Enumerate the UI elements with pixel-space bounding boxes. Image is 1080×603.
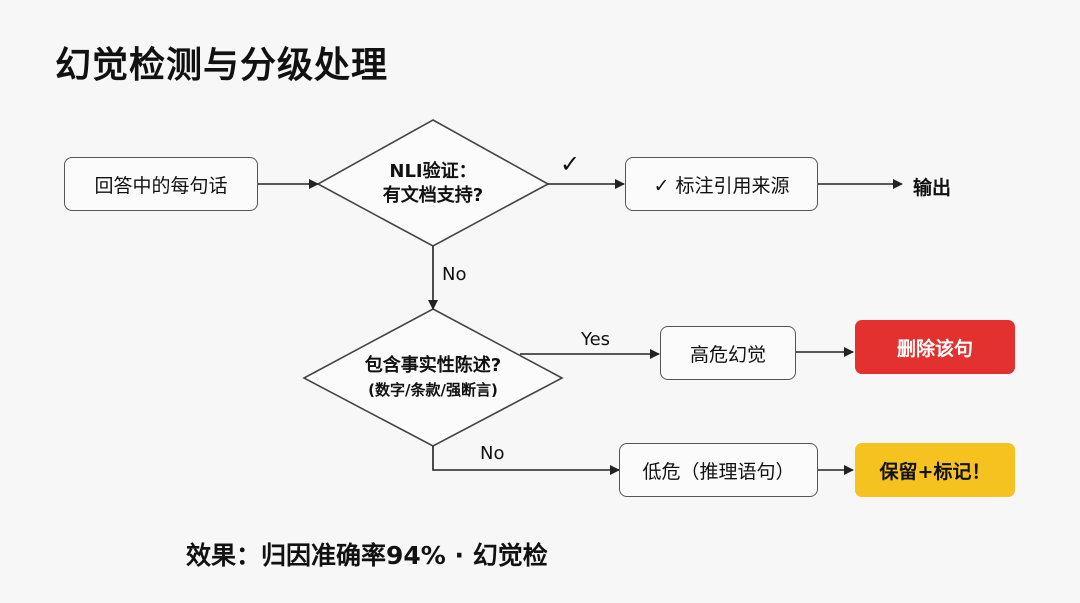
input-sentence-label: 回答中的每句话 — [94, 174, 228, 197]
delete-sentence-label: 删除该句 — [896, 337, 973, 360]
fact-line1: 包含事实性陈述? — [364, 355, 502, 376]
cite-source-label: ✓ 标注引用来源 — [653, 174, 790, 197]
nli-line2: 有文档支持? — [382, 185, 484, 206]
input-sentence-node: 回答中的每句话 — [64, 157, 258, 211]
footer-effect-text: 效果：归因准确率94% · 幻觉检 — [186, 541, 548, 570]
no-edge-label-2: No — [480, 443, 505, 464]
keep-mark-chip: 保留+标记！ — [855, 443, 1015, 497]
fact-decision-label: 包含事实性陈述? (数字/条款/强断言) — [333, 354, 533, 402]
no-edge-label-1: No — [442, 264, 467, 285]
check-edge-label: ✓ — [560, 150, 581, 178]
output-label: 输出 — [913, 177, 952, 199]
high-risk-label: 高危幻觉 — [689, 343, 766, 366]
keep-mark-label: 保留+标记！ — [879, 460, 991, 483]
yes-edge-label: Yes — [581, 329, 611, 350]
low-risk-node: 低危（推理语句） — [619, 443, 818, 497]
low-risk-label: 低危（推理语句） — [642, 460, 795, 483]
cite-source-node: ✓ 标注引用来源 — [625, 157, 818, 211]
page-title: 幻觉检测与分级处理 — [55, 45, 389, 86]
fact-line2: (数字/条款/强断言) — [368, 381, 498, 399]
arrow-fact-to-low — [432, 446, 620, 475]
nli-line1: NLI验证： — [389, 161, 477, 182]
delete-sentence-chip: 删除该句 — [855, 320, 1015, 374]
nli-decision-label: NLI验证： 有文档支持? — [343, 160, 523, 208]
footer-fade — [560, 528, 680, 574]
high-risk-node: 高危幻觉 — [660, 326, 796, 380]
